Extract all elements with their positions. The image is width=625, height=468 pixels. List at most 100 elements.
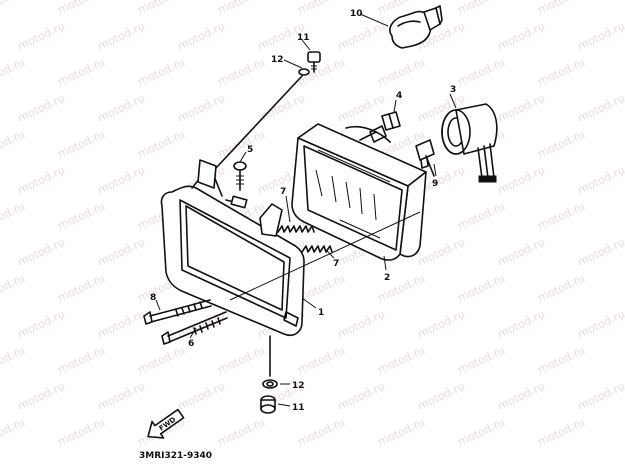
leader-lines [155, 13, 457, 407]
watermark-text: motod.ru [536, 416, 587, 449]
part-9-clip [415, 139, 435, 177]
watermark-text: motod.ru [296, 344, 347, 377]
watermark-text: motod.ru [16, 20, 67, 53]
watermark-text: motod.ru [216, 0, 267, 17]
watermark-text: motod.ru [296, 0, 347, 17]
watermark-text: motod.ru [456, 56, 507, 89]
callout-11-bottom: 11 [292, 403, 305, 413]
watermark-text: motod.ru [56, 416, 107, 449]
watermark-text: motod.ru [136, 56, 187, 89]
watermark-text: motod.ru [536, 56, 587, 89]
watermark-text: motod.ru [176, 20, 227, 53]
watermark-text: motod.ru [56, 128, 107, 161]
watermark-text: motod.ru [0, 416, 27, 449]
watermark-text: motod.ru [496, 236, 547, 269]
watermark-text: motod.ru [176, 380, 227, 413]
watermark-text: motod.ru [0, 344, 27, 377]
watermark-text: motod.ru [296, 416, 347, 449]
part-11-screw-top [307, 51, 321, 73]
watermark-text: motod.ru [96, 92, 147, 125]
watermark-text: motod.ru [96, 236, 147, 269]
watermark-text: motod.ru [96, 164, 147, 197]
watermark-text: motod.ru [536, 344, 587, 377]
callouts: 10 11 12 4 3 5 9 7 7 2 1 8 6 12 11 [150, 9, 456, 413]
callout-12-top: 12 [271, 55, 284, 65]
watermark-text: motod.ru [176, 92, 227, 125]
watermark-text: motod.ru [456, 344, 507, 377]
watermark-text: motod.ru [416, 380, 467, 413]
watermark-text: motod.ru [16, 308, 67, 341]
watermark-text: motod.ru [536, 128, 587, 161]
watermark-text: motod.ru [16, 380, 67, 413]
part-2-headlight-unit [291, 123, 429, 261]
part-6-screw [161, 311, 228, 345]
watermark-text: motod.ru [576, 236, 625, 269]
watermark-text: motod.ru [456, 0, 507, 17]
part-11-screw-bottom [260, 395, 276, 414]
watermark-text: motod.ru [336, 20, 387, 53]
callout-12-bottom: 12 [292, 381, 305, 391]
watermark-text: motod.ru [336, 308, 387, 341]
part-3-socket [441, 103, 498, 183]
watermark-text: motod.ru [0, 200, 27, 233]
watermark-text: motod.ru [136, 344, 187, 377]
part-code: 3MRI321-9340 [139, 451, 212, 461]
part-8-screw [143, 299, 212, 325]
watermark-text: motod.ru [496, 92, 547, 125]
watermark-text: motod.ru [496, 380, 547, 413]
part-7-spring-upper [277, 225, 315, 233]
watermark-text: motod.ru [536, 0, 587, 17]
watermark-text: motod.ru [56, 344, 107, 377]
watermark-text: motod.ru [0, 0, 27, 17]
watermark-text: motod.ru [136, 0, 187, 17]
watermark-text: motod.ru [416, 308, 467, 341]
watermark-text: motod.ru [16, 164, 67, 197]
watermark-text: motod.ru [56, 56, 107, 89]
callout-2: 2 [384, 273, 390, 283]
callout-4: 4 [396, 91, 402, 101]
watermark-text: motod.ru [496, 20, 547, 53]
callout-9: 9 [432, 179, 438, 189]
watermark-text: motod.ru [536, 272, 587, 305]
callout-8: 8 [150, 293, 156, 303]
watermark-text: motod.ru [336, 380, 387, 413]
watermark-text: motod.ru [136, 128, 187, 161]
part-5-screw [233, 161, 247, 191]
callout-7-lower: 7 [333, 259, 339, 269]
callout-3: 3 [450, 85, 456, 95]
watermark-text: motod.ru [0, 128, 27, 161]
callout-1: 1 [318, 308, 324, 318]
part-4-nut [359, 111, 401, 143]
watermark-text: motod.ru [16, 236, 67, 269]
watermark-text: motod.ru [256, 92, 307, 125]
callout-6: 6 [188, 339, 194, 349]
watermark-text: motod.ru [376, 344, 427, 377]
watermark-text: motod.ru [576, 380, 625, 413]
watermark-text: motod.ru [456, 200, 507, 233]
part-12-washer-top [215, 68, 310, 169]
watermark-text: motod.ru [576, 164, 625, 197]
watermark-text: motod.ru [216, 56, 267, 89]
watermark-text: motod.ru [416, 236, 467, 269]
watermark-text: motod.ru [0, 272, 27, 305]
watermark-text: motod.ru [0, 56, 27, 89]
watermark-text: motod.ru [16, 92, 67, 125]
watermark-text: motod.ru [96, 20, 147, 53]
watermark-text: motod.ru [56, 0, 107, 17]
watermark-text: motod.ru [216, 416, 267, 449]
callout-10: 10 [350, 9, 363, 19]
watermark-text: motod.ru [96, 380, 147, 413]
watermark-text: motod.ru [536, 200, 587, 233]
watermark-text: motod.ru [216, 128, 267, 161]
watermark-text: motod.ru [376, 416, 427, 449]
watermark-text: motod.ru [216, 344, 267, 377]
callout-7-upper: 7 [280, 187, 286, 197]
watermark-text: motod.ru [336, 92, 387, 125]
watermark-text: motod.ru [496, 164, 547, 197]
watermark-text: motod.ru [576, 308, 625, 341]
watermark-text: motod.ru [56, 272, 107, 305]
watermark-text: motod.ru [376, 56, 427, 89]
watermark-text: motod.ru [56, 200, 107, 233]
watermark-text: motod.ru [576, 20, 625, 53]
